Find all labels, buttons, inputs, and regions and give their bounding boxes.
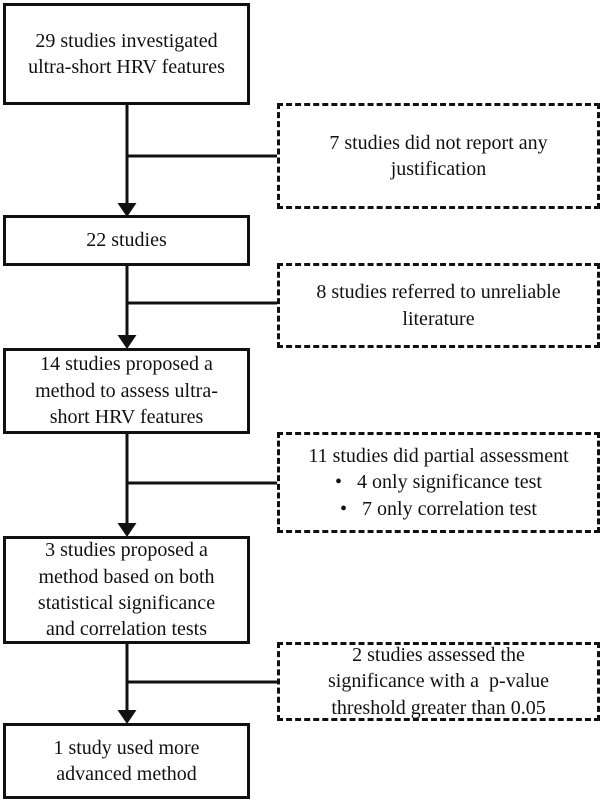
flow-box-label: 1 study used more advanced method	[53, 736, 200, 785]
exclusion-box-label: 11 studies did partial assessment • 4 on…	[308, 444, 569, 520]
arrowhead-icon	[117, 523, 137, 537]
flow-box-label: 22 studies	[86, 229, 167, 252]
flow-box-label: 3 studies proposed a method based on bot…	[37, 539, 216, 641]
exclusion-box-7-studies: 7 studies did not report any justificati…	[277, 103, 600, 209]
flow-box-label: 29 studies investigated ultra-short HRV …	[28, 29, 225, 78]
exclusion-box-label: 8 studies referred to unreliable literat…	[316, 281, 561, 330]
arrowhead-icon	[117, 335, 137, 349]
exclusion-box-8-studies: 8 studies referred to unreliable literat…	[277, 263, 600, 348]
exclusion-box-2-studies: 2 studies assessed the significance with…	[277, 642, 600, 721]
arrowhead-icon	[117, 203, 137, 217]
flow-box-22-studies: 22 studies	[3, 215, 250, 266]
flow-box-label: 14 studies proposed a method to assess u…	[35, 353, 218, 429]
exclusion-box-11-studies: 11 studies did partial assessment • 4 on…	[277, 432, 600, 533]
flow-box-14-studies: 14 studies proposed a method to assess u…	[3, 348, 250, 434]
exclusion-box-label: 7 studies did not report any justificati…	[329, 131, 548, 180]
flow-box-3-studies: 3 studies proposed a method based on bot…	[3, 536, 250, 644]
flow-box-29-studies: 29 studies investigated ultra-short HRV …	[3, 3, 250, 105]
arrowhead-icon	[117, 710, 137, 724]
flow-box-1-study: 1 study used more advanced method	[3, 723, 250, 799]
exclusion-box-label: 2 studies assessed the significance with…	[327, 643, 550, 719]
